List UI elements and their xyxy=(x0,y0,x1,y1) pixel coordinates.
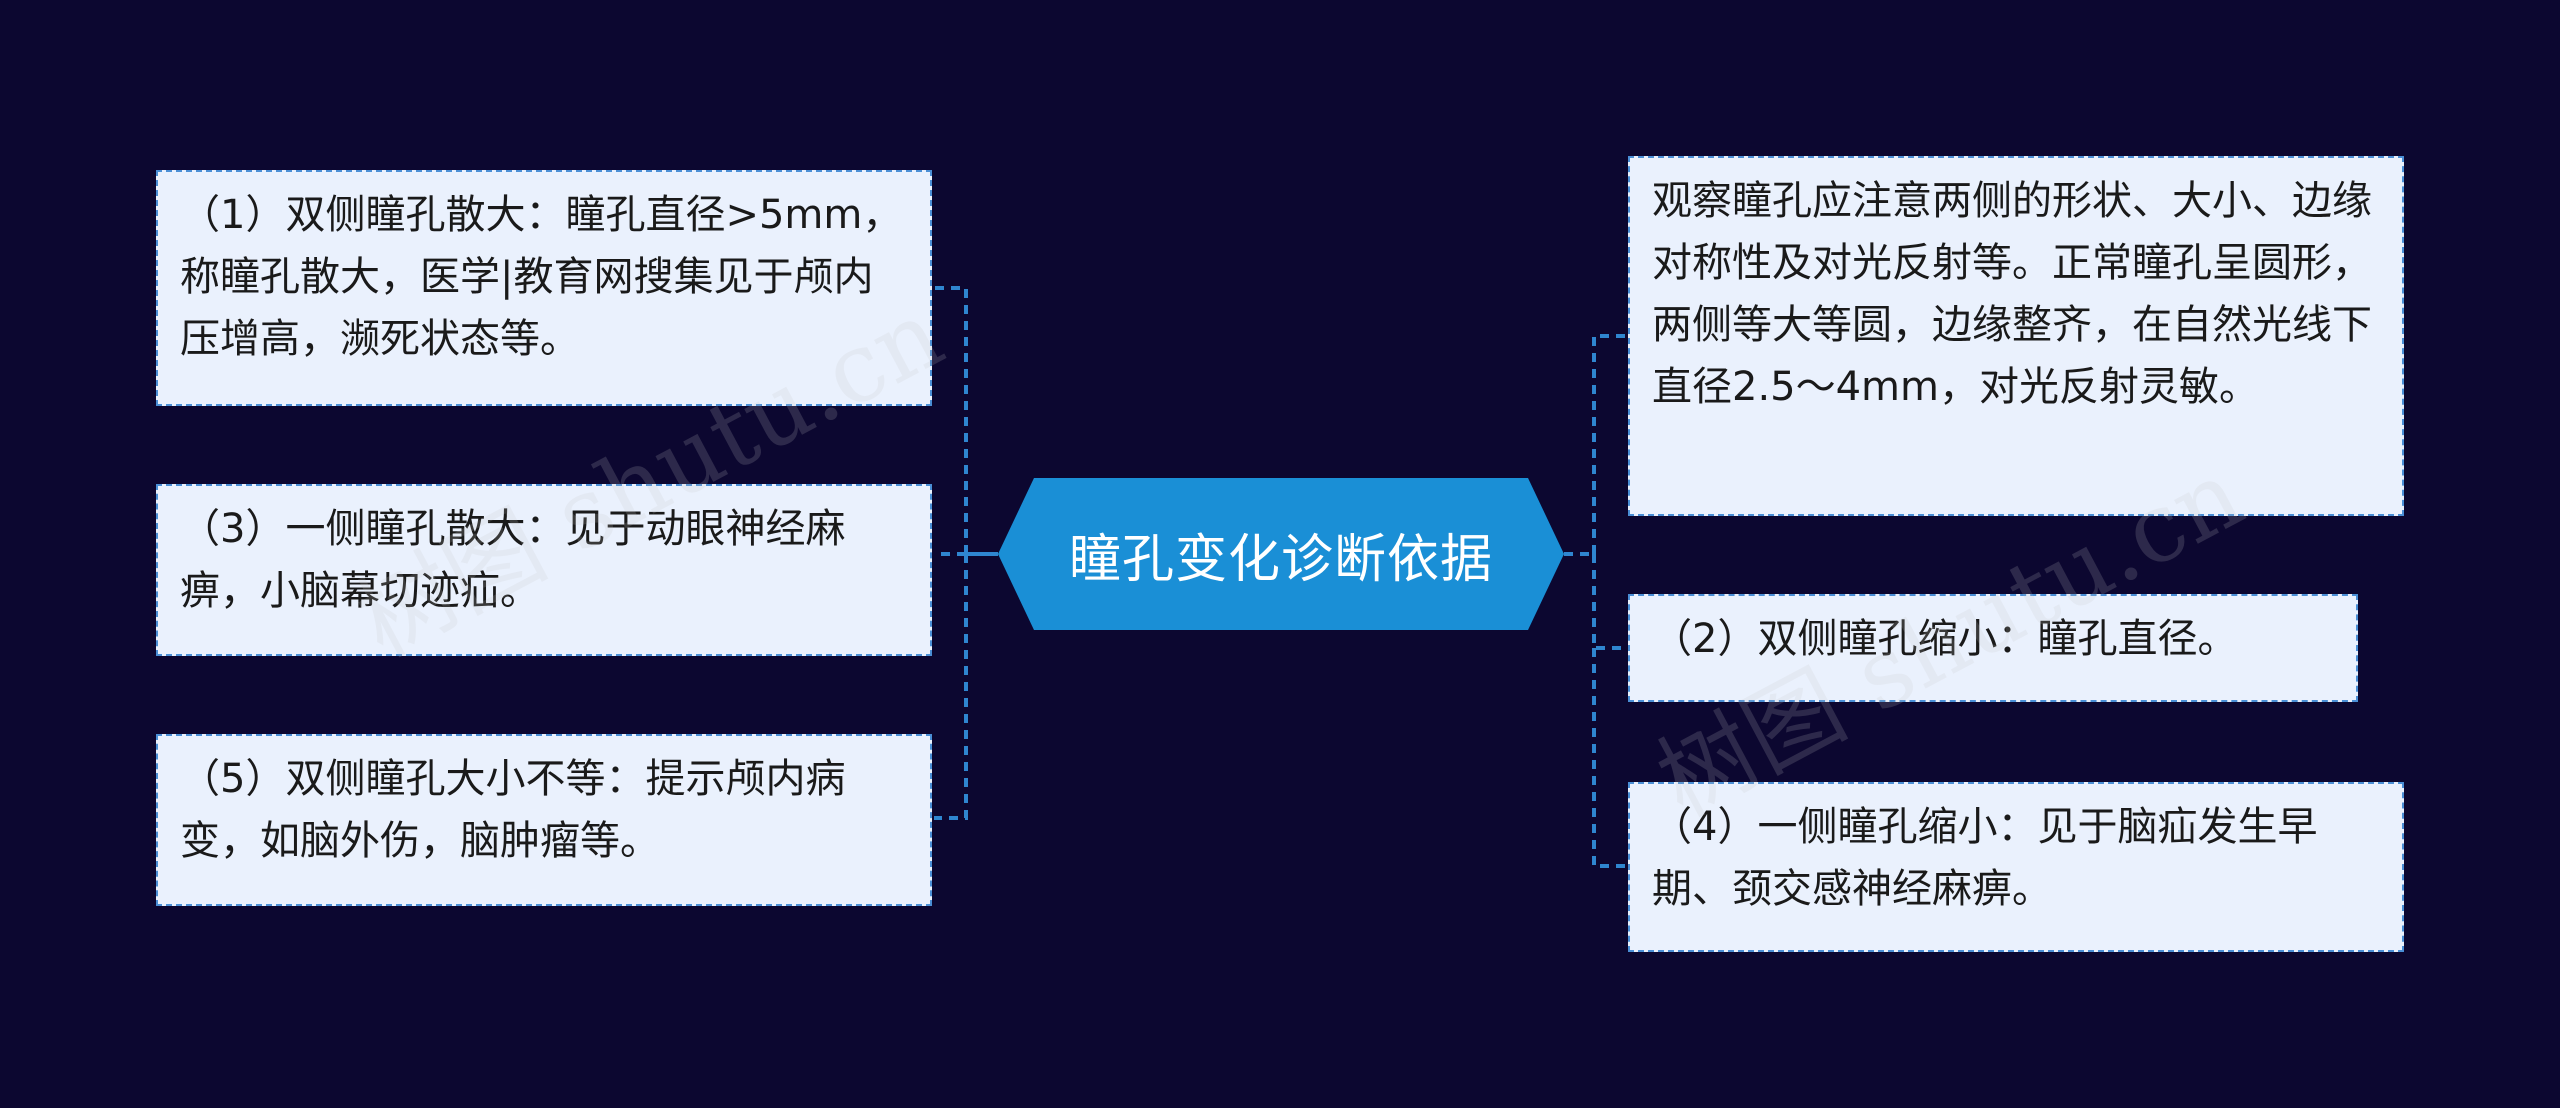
topic-node-left-1[interactable]: （1）双侧瞳孔散大：瞳孔直径>5mm，称瞳孔散大，医学|教育网搜集见于颅内压增高… xyxy=(156,170,932,406)
central-topic[interactable]: 瞳孔变化诊断依据 xyxy=(998,478,1564,630)
topic-node-left-3[interactable]: （5）双侧瞳孔大小不等：提示颅内病变，如脑外伤，脑肿瘤等。 xyxy=(156,734,932,906)
connector-left-trunk xyxy=(934,286,968,554)
connector-left-low xyxy=(934,554,968,820)
connector-right-low xyxy=(1592,648,1626,868)
topic-node-left-2[interactable]: （3）一侧瞳孔散大：见于动眼神经麻痹，小脑幕切迹疝。 xyxy=(156,484,932,656)
connector-right-mid xyxy=(1592,554,1626,650)
topic-node-right-3[interactable]: （4）一侧瞳孔缩小：见于脑疝发生早期、颈交感神经麻痹。 xyxy=(1628,782,2404,952)
central-topic-label: 瞳孔变化诊断依据 xyxy=(1068,529,1493,590)
topic-node-right-1[interactable]: 观察瞳孔应注意两侧的形状、大小、边缘对称性及对光反射等。正常瞳孔呈圆形，两侧等大… xyxy=(1628,156,2404,516)
central-topic-shape xyxy=(998,478,1564,630)
connector-right-trunk xyxy=(1592,334,1626,554)
topic-node-right-2[interactable]: （2）双侧瞳孔缩小：瞳孔直径。 xyxy=(1628,594,2358,702)
